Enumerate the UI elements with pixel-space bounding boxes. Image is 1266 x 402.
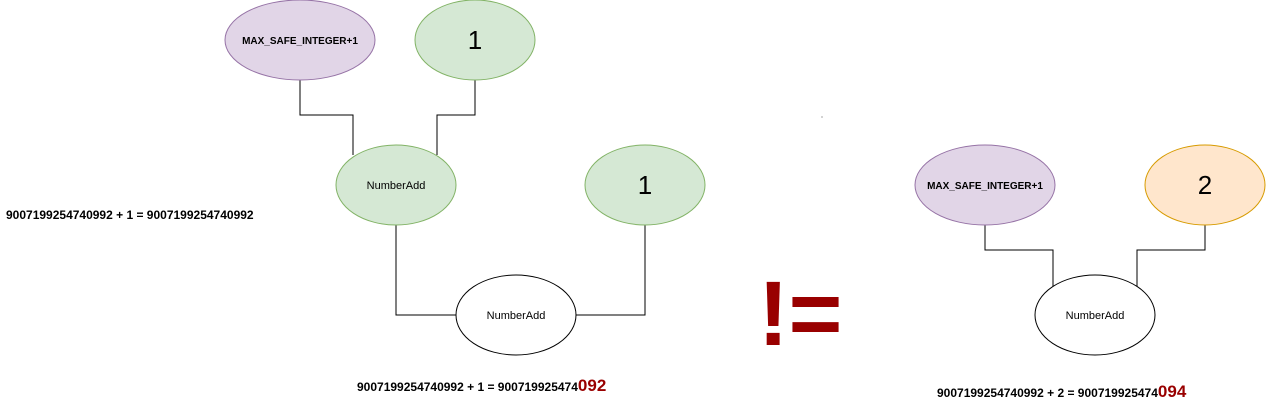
add-node-2-label: NumberAdd [487, 310, 546, 322]
one-node-b-label: 1 [638, 170, 652, 200]
caption-left-bottom-prefix: 9007199254740992 + 1 = 900719925474 [357, 380, 578, 394]
right-add-node-shape [1034, 274, 1156, 356]
one-node-a: 1 [414, 0, 536, 81]
add-node-1-label: NumberAdd [367, 180, 426, 192]
edge-max-to-add1 [299, 80, 354, 155]
edge-two-to-add [1136, 225, 1206, 290]
two-node: 2 [1144, 144, 1266, 226]
caption-left-mid: 9007199254740992 + 1 = 9007199254740992 [6, 208, 254, 222]
two-node-label: 2 [1198, 170, 1212, 200]
edge-right-max-to-add [984, 225, 1054, 290]
caption-right-bottom: 9007199254740992 + 2 = 900719925474094 [937, 382, 1186, 402]
edge-add1-to-add2 [395, 225, 456, 316]
max-safe-node-shape [224, 0, 376, 81]
caption-right-bottom-highlight: 094 [1157, 382, 1187, 401]
right-max-safe-node: MAX_SAFE_INTEGER+1 [914, 144, 1056, 226]
caption-left-bottom: 9007199254740992 + 1 = 900719925474092 [357, 376, 606, 396]
stray-dot [821, 116, 823, 118]
one-node-a-label: 1 [468, 25, 482, 55]
right-max-safe-node-shape [914, 144, 1056, 226]
one-node-a-shape [414, 0, 536, 81]
caption-right-bottom-prefix: 9007199254740992 + 2 = 900719925474 [937, 386, 1158, 400]
caption-left-bottom-highlight: 092 [577, 376, 607, 395]
add-node-1-shape [335, 144, 457, 226]
add-node-2: NumberAdd [455, 274, 577, 356]
one-node-b: 1 [584, 144, 706, 226]
not-equal-operator: != [758, 263, 843, 365]
connectors [299, 80, 1206, 316]
right-max-safe-node-label: MAX_SAFE_INTEGER+1 [927, 181, 1043, 192]
add-node-2-shape [455, 274, 577, 356]
edge-one-b-to-add2 [576, 225, 646, 316]
right-add-node: NumberAdd [1034, 274, 1156, 356]
two-node-shape [1144, 144, 1266, 226]
right-add-node-label: NumberAdd [1066, 310, 1125, 322]
one-node-b-shape [584, 144, 706, 226]
add-node-1: NumberAdd [335, 144, 457, 226]
max-safe-node-label: MAX_SAFE_INTEGER+1 [242, 36, 358, 47]
edge-one-a-to-add1 [436, 80, 476, 155]
max-safe-node: MAX_SAFE_INTEGER+1 [224, 0, 376, 81]
